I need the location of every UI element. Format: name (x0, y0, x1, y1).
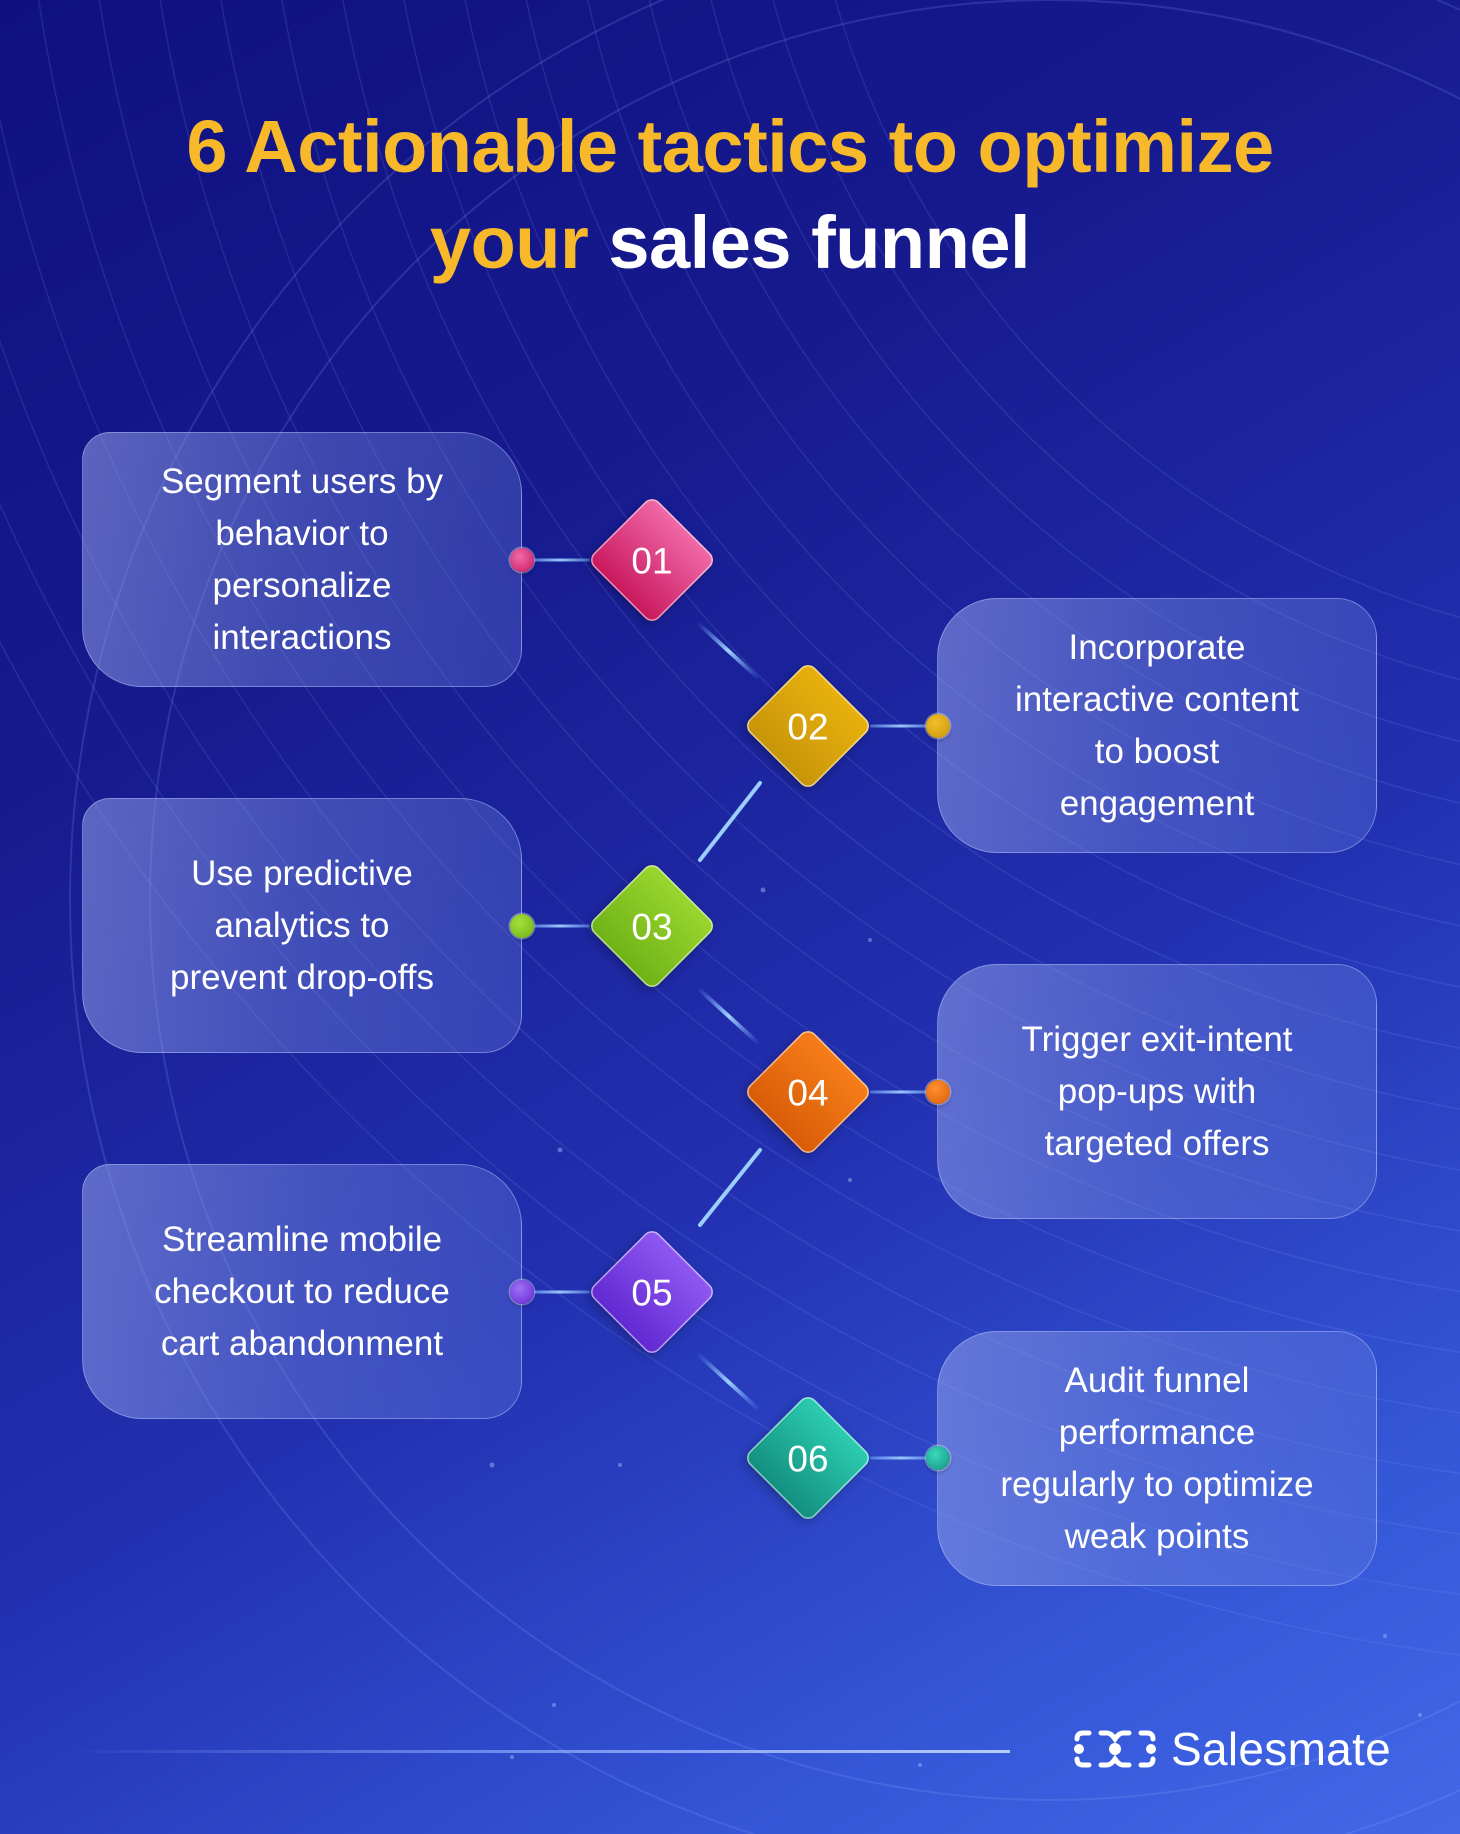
step-text: Streamline mobile checkout to reduce car… (154, 1219, 450, 1363)
step-number-label: 04 (787, 1072, 829, 1114)
step-text: Audit funnel performance regularly to op… (1000, 1360, 1314, 1556)
step-text: Trigger exit-intent pop-ups with targete… (1021, 1019, 1293, 1163)
brand-name: Salesmate (1171, 1723, 1392, 1775)
step-text: Incorporate interactive content to boost… (1014, 627, 1300, 823)
connector-stub (530, 1290, 590, 1294)
salesmate-logo-icon (1074, 1730, 1156, 1768)
page-title-line-2: your sales funnel (0, 206, 1460, 280)
connector-dot-05 (510, 1280, 534, 1304)
connector-dot-01 (510, 548, 534, 572)
footer-divider (65, 1750, 1010, 1753)
connector-stub (530, 558, 590, 562)
step-card-04: Trigger exit-intent pop-ups with targete… (937, 964, 1377, 1219)
step-card-01: Segment users by behavior to personalize… (82, 432, 522, 687)
page-title-line-1: 6 Actionable tactics to optimize (0, 110, 1460, 184)
step-number-label: 06 (787, 1438, 829, 1480)
connector-stub (870, 724, 932, 728)
connector-stub (870, 1456, 932, 1460)
connector-stub (870, 1090, 932, 1094)
step-card-02: Incorporate interactive content to boost… (937, 598, 1377, 853)
step-number-label: 03 (631, 906, 673, 948)
connector-dot-03 (510, 914, 534, 938)
title-main-text: sales funnel (608, 201, 1031, 284)
step-card-03: Use predictive analytics to prevent drop… (82, 798, 522, 1053)
connector-dot-02 (926, 714, 950, 738)
title-accent-text: your (429, 201, 589, 284)
step-card-05: Streamline mobile checkout to reduce car… (82, 1164, 522, 1419)
step-card-06: Audit funnel performance regularly to op… (937, 1331, 1377, 1586)
connector-stub (530, 924, 590, 928)
step-number-label: 02 (787, 706, 829, 748)
step-text: Segment users by behavior to personalize… (160, 461, 444, 657)
step-number-label: 05 (631, 1272, 673, 1314)
connector-dot-06 (926, 1446, 950, 1470)
title-text: 6 Actionable tactics to optimize (186, 105, 1274, 188)
brand-logo: Salesmate (1073, 1726, 1391, 1772)
connector-dot-04 (926, 1080, 950, 1104)
step-number-label: 01 (631, 540, 673, 582)
step-text: Use predictive analytics to prevent drop… (170, 853, 434, 997)
